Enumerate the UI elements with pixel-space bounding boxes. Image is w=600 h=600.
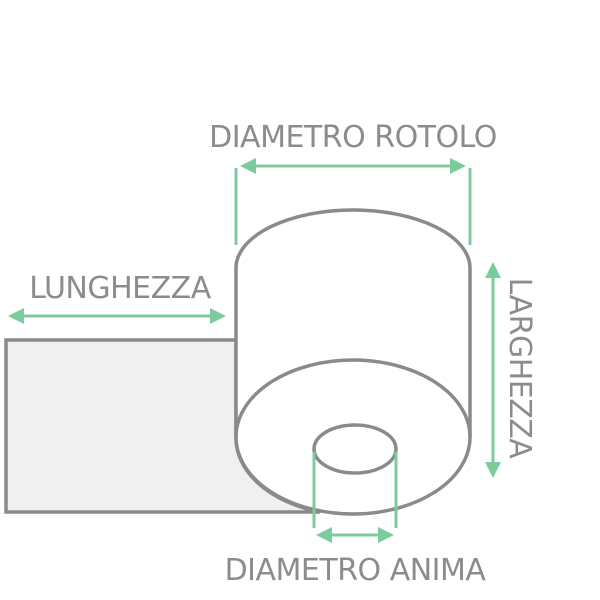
roll-core [312, 423, 398, 475]
length-arrow-right [210, 308, 226, 324]
roll-diameter-label: DIAMETRO ROTOLO [209, 120, 497, 155]
core-diameter-arrow-right [378, 527, 394, 543]
roll-diameter-arrow-left [240, 158, 256, 174]
roll-front-face [234, 358, 472, 516]
width-label: LARGHEZZA [502, 278, 537, 460]
width-arrow-bottom [485, 462, 501, 478]
length-label: LUNGHEZZA [29, 271, 211, 306]
length-arrow-left [8, 308, 24, 324]
roll-top-arc [234, 208, 472, 269]
core-diameter-arrow-left [316, 527, 332, 543]
width-arrow-top [485, 262, 501, 278]
core-diameter-label: DIAMETRO ANIMA [225, 553, 487, 588]
roll-diameter-arrow-right [450, 158, 466, 174]
roll-body [236, 268, 470, 514]
